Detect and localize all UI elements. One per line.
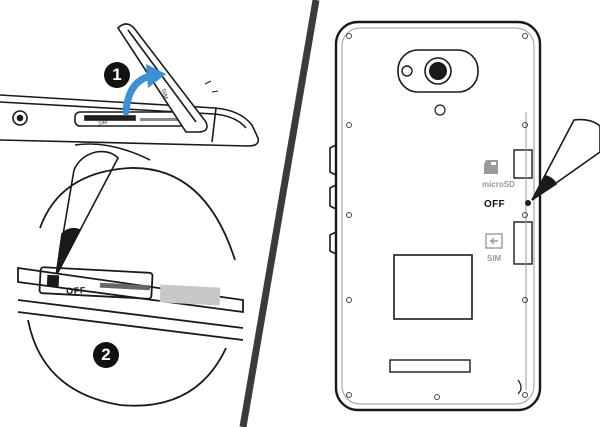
reset-hole	[525, 200, 531, 206]
slot-sim-label: SIM	[98, 119, 108, 127]
screws	[346, 33, 528, 400]
curved-arrow-icon	[122, 64, 166, 116]
label-strip	[389, 359, 471, 373]
off-label-phone: OFF	[484, 199, 505, 210]
microsd-slot	[513, 149, 533, 179]
microsd-label: microSD	[482, 180, 515, 189]
step-one-badge: 1	[104, 62, 130, 88]
phone-back	[329, 20, 542, 412]
panel-divider	[239, 0, 320, 427]
sim-label: SIM	[487, 254, 502, 263]
sim-card-icon	[485, 233, 503, 249]
sim-slot	[513, 221, 533, 265]
stylus-zoom	[55, 150, 119, 277]
step-two-badge: 2	[93, 342, 119, 368]
detail-marks	[204, 80, 219, 93]
stylus-shaft-left	[74, 143, 151, 161]
stylus-right	[531, 118, 600, 201]
off-label-zoom: OFF	[66, 285, 87, 296]
zoom-circle	[17, 167, 244, 407]
phone-edge-top	[0, 94, 260, 147]
nfc-area	[393, 254, 473, 320]
microsd-card-icon	[484, 160, 498, 174]
flash-icon	[434, 104, 446, 116]
camera-icon	[424, 57, 452, 85]
button-icon	[12, 110, 28, 126]
slot-recess-zoom	[38, 266, 154, 300]
